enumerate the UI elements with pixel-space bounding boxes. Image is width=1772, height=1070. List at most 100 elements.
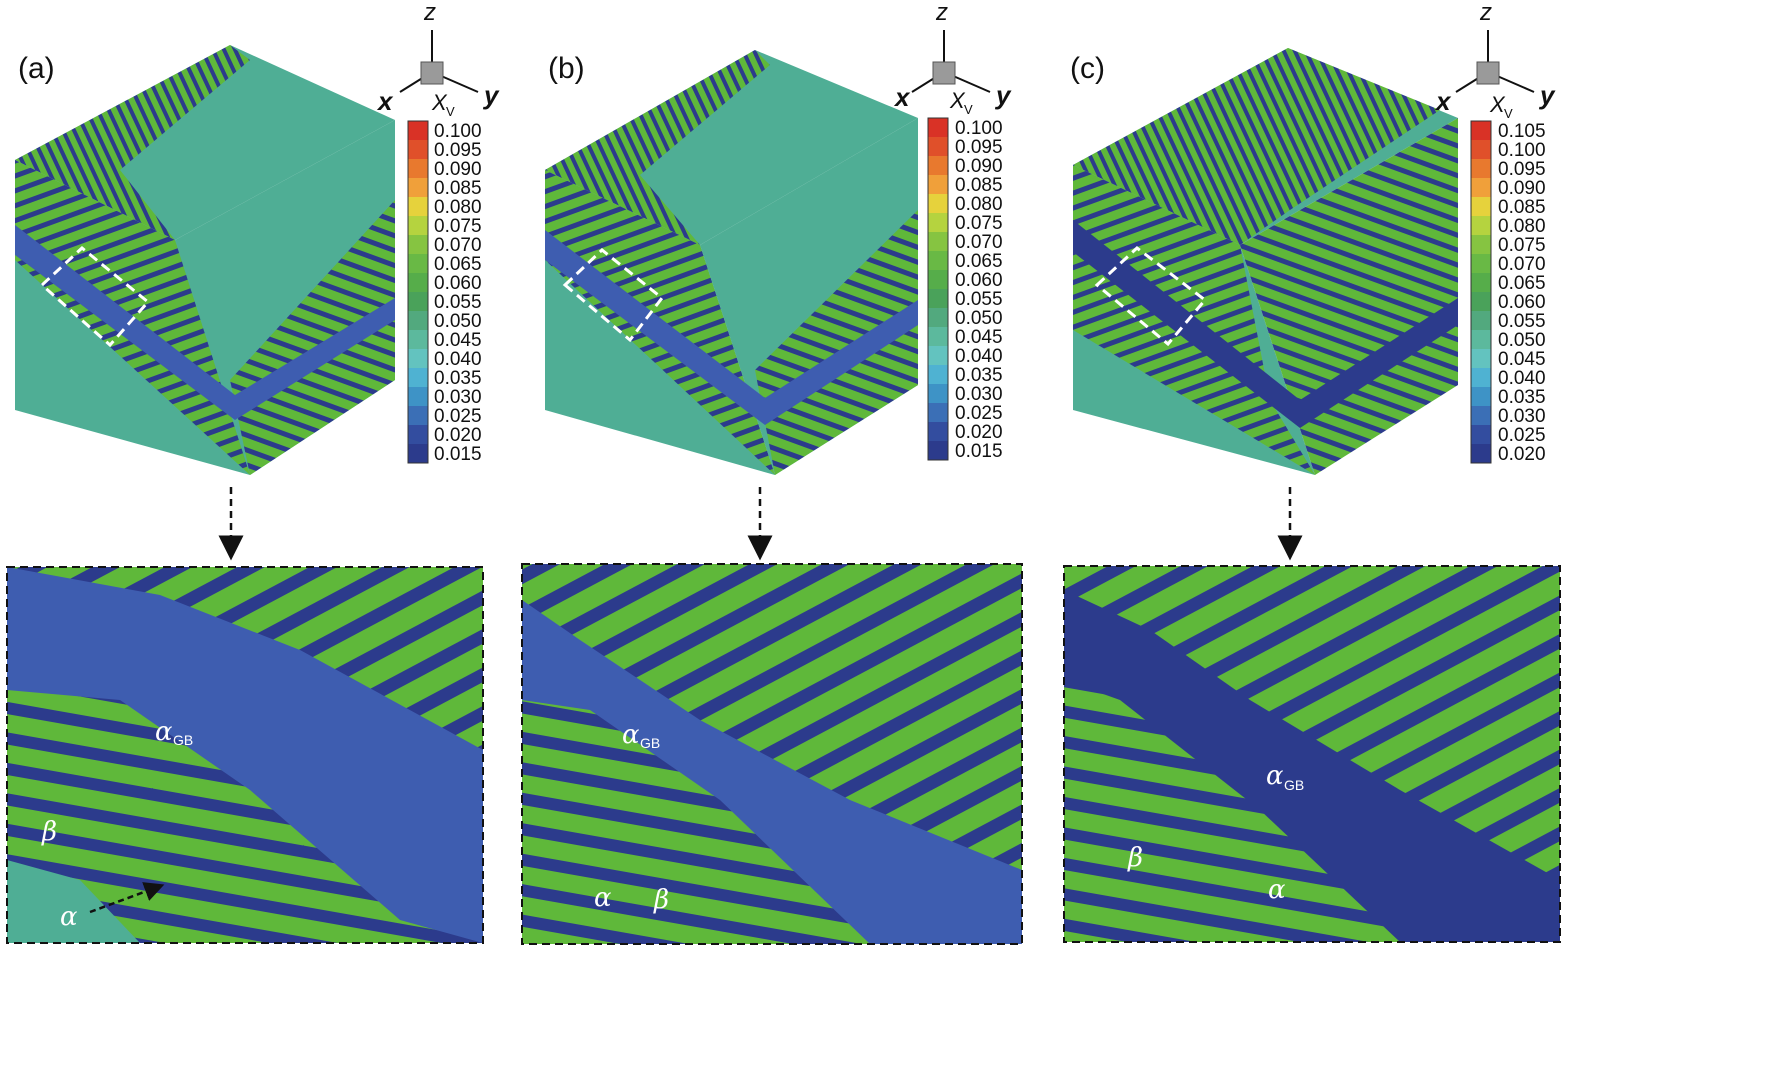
- colorbar-tick-label: 0.100: [434, 121, 482, 142]
- colorbar-swatch: [928, 384, 948, 404]
- colorbar-swatch: [408, 235, 428, 255]
- phase-label-alpha: α: [594, 883, 612, 913]
- colorbar-swatch: [1471, 406, 1491, 426]
- colorbar-swatch: [408, 273, 428, 293]
- colorbar-title: X: [949, 88, 966, 113]
- axis-cube-icon: [420, 61, 444, 85]
- cube-right-face: [1240, 118, 1458, 475]
- colorbar-tick-label: 0.075: [955, 213, 1003, 234]
- axis-cube-icon: [1476, 61, 1500, 85]
- grain-boundary-band: [1073, 220, 1458, 428]
- colorbar-tick-label: 0.055: [434, 292, 482, 313]
- colorbar-swatch: [928, 156, 948, 176]
- colorbar-swatch: [408, 254, 428, 274]
- colorbar-tick-label: 0.095: [955, 137, 1003, 158]
- colorbar-swatch: [1471, 273, 1491, 293]
- colorbar-tick-label: 0.015: [434, 444, 482, 465]
- colorbar-tick-label: 0.080: [955, 194, 1003, 215]
- colorbar-swatch: [408, 444, 428, 464]
- matrix-corner: [7, 860, 140, 943]
- alpha-pointer-arrow: [89, 882, 165, 914]
- colorbar-tick-label: 0.095: [1498, 159, 1546, 180]
- colorbar-swatch: [928, 346, 948, 366]
- lower-laths: [1064, 680, 1400, 942]
- colorbar-ticks: 0.1000.0950.0900.0850.0800.0750.0700.065…: [434, 121, 482, 465]
- colorbar-swatch: [408, 425, 428, 445]
- colorbar-tick-label: 0.050: [1498, 330, 1546, 351]
- colorbar-tick-label: 0.020: [955, 422, 1003, 443]
- roi-box: [39, 246, 151, 348]
- colorbar-swatch: [1471, 235, 1491, 255]
- lower-laths: [522, 700, 870, 944]
- phase-label-alpha-gb: α: [1266, 761, 1284, 791]
- axis-triad: z x y: [1434, 0, 1556, 116]
- colorbar-tick-label: 0.085: [434, 178, 482, 199]
- colorbar-swatch: [408, 368, 428, 388]
- colorbar-tick-label: 0.035: [1498, 387, 1546, 408]
- colorbar-tick-label: 0.095: [434, 140, 482, 161]
- colorbar-swatch: [1471, 178, 1491, 198]
- zoom-frame: [1063, 565, 1561, 943]
- colorbar-swatch: [408, 140, 428, 160]
- colorbar-tick-label: 0.085: [955, 175, 1003, 196]
- colorbar-tick-label: 0.065: [955, 251, 1003, 272]
- panel-c: (c) z x y X V 0.1050.1000.0950.0900.0850…: [1063, 0, 1561, 943]
- colorbar-tick-label: 0.050: [955, 308, 1003, 329]
- cube-right-texture: [755, 210, 918, 475]
- colorbar-tick-label: 0.080: [434, 197, 482, 218]
- colorbar-swatch: [408, 349, 428, 369]
- cube: [545, 50, 918, 475]
- colorbar-swatches: [407, 120, 429, 464]
- x-axis-label: x: [376, 86, 394, 116]
- colorbar-swatch: [928, 118, 948, 138]
- colorbar-swatch: [928, 365, 948, 385]
- colorbar-tick-label: 0.040: [434, 349, 482, 370]
- colorbar-swatch: [1471, 121, 1491, 141]
- x-axis-label: x: [1434, 86, 1452, 116]
- colorbar-swatch: [928, 327, 948, 347]
- colorbar-swatch: [1471, 216, 1491, 236]
- grain-boundary-band: [545, 230, 918, 425]
- colorbar-tick-label: 0.070: [1498, 254, 1546, 275]
- colorbar-tick-label: 0.020: [1498, 444, 1546, 465]
- colorbar-tick-label: 0.040: [1498, 368, 1546, 389]
- colorbar-border: [1470, 120, 1492, 464]
- colorbar-swatch: [408, 216, 428, 236]
- colorbar-ticks: 0.1050.1000.0950.0900.0850.0800.0750.070…: [1498, 121, 1546, 465]
- phase-label-alpha: α: [60, 902, 78, 932]
- colorbar-swatch: [408, 387, 428, 407]
- colorbar-tick-label: 0.035: [955, 365, 1003, 386]
- colorbar-tick-label: 0.100: [1498, 140, 1546, 161]
- colorbar-tick-label: 0.085: [1498, 197, 1546, 218]
- upper-laths: [522, 564, 1022, 870]
- colorbar: X V 0.1050.1000.0950.0900.0850.0800.0750…: [1470, 92, 1546, 465]
- colorbar-swatch: [408, 330, 428, 350]
- axis-triad: z x y: [893, 0, 1012, 112]
- phase-label-alpha-gb: α: [622, 720, 640, 750]
- colorbar-title: X: [431, 90, 448, 115]
- colorbar-swatch: [928, 194, 948, 214]
- axis-triad: z x y: [376, 0, 500, 116]
- colorbar-swatch: [1471, 292, 1491, 312]
- lower-laths: [7, 690, 483, 943]
- colorbar-border: [407, 120, 429, 464]
- colorbar-swatch: [408, 178, 428, 198]
- colorbar-tick-label: 0.065: [1498, 273, 1546, 294]
- colorbar-tick-label: 0.065: [434, 254, 482, 275]
- colorbar-swatch: [1471, 425, 1491, 445]
- colorbar-tick-label: 0.015: [955, 441, 1003, 462]
- cube-top-texture: [545, 50, 770, 245]
- colorbar-tick-label: 0.055: [955, 289, 1003, 310]
- colorbar-tick-label: 0.090: [955, 156, 1003, 177]
- zoom-frame: [521, 563, 1023, 945]
- colorbar-tick-label: 0.060: [955, 270, 1003, 291]
- colorbar-tick-label: 0.060: [1498, 292, 1546, 313]
- colorbar-swatch: [928, 403, 948, 423]
- cube-top-texture: [15, 45, 250, 240]
- colorbar-swatches: [927, 117, 949, 461]
- colorbar-swatch: [1471, 140, 1491, 160]
- colorbar-tick-label: 0.090: [434, 159, 482, 180]
- phase-label-alpha-gb: α: [155, 717, 173, 747]
- z-axis-label: z: [1479, 0, 1492, 26]
